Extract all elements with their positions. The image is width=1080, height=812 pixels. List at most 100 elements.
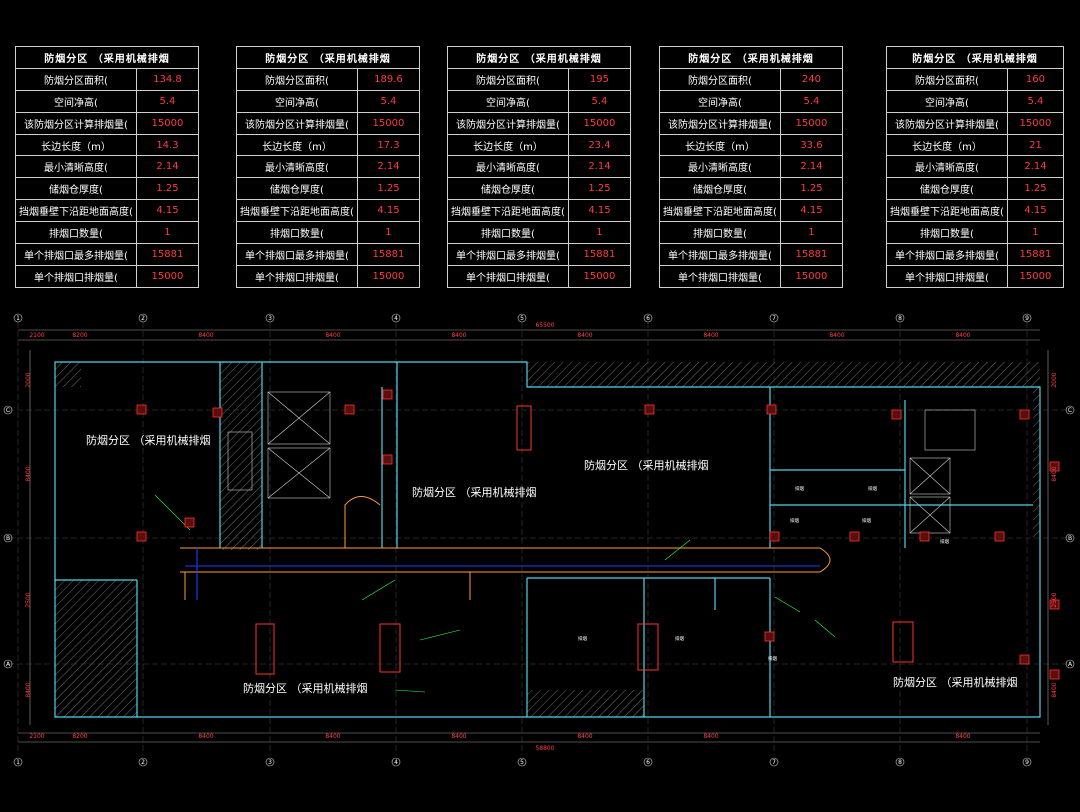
- equipment-marker: [382, 454, 393, 465]
- axis-bubble: [265, 757, 275, 767]
- dim-span-top: 8400: [325, 332, 340, 339]
- table-row: 挡烟垂壁下沿距地面高度(4.15: [447, 199, 632, 223]
- dim-span-bottom: 8200: [72, 733, 87, 740]
- param-value: 21: [1006, 133, 1065, 157]
- axis-label: 5: [520, 315, 524, 322]
- dim-span-top: 8400: [198, 332, 213, 339]
- dim-total-top: 65500: [535, 322, 554, 329]
- dim-span-top: 8400: [451, 332, 466, 339]
- axis-bubble: [138, 757, 148, 767]
- param-name: 挡烟垂壁下沿距地面高度(: [15, 199, 137, 223]
- smoke-outlet: [255, 623, 275, 675]
- dim-span-top: 2100: [29, 332, 44, 339]
- room-tags: 排烟 排烟 排烟 排烟 排烟 排烟 排烟 排烟: [578, 485, 949, 662]
- param-value: 240: [779, 67, 844, 91]
- param-value: 1: [356, 221, 421, 245]
- table-row: 排烟口数量(1: [659, 221, 844, 245]
- param-name: 最小清晰高度(: [15, 155, 137, 179]
- axis-label: C: [1068, 407, 1072, 414]
- dim-span-left: 2500: [25, 592, 32, 607]
- axis-label: 9: [1025, 759, 1029, 766]
- dim-span-top: 8400: [703, 332, 718, 339]
- table-row: 储烟仓厚度(1.25: [236, 177, 421, 201]
- param-value: 15000: [1006, 264, 1065, 288]
- param-name: 单个排烟口最多排烟量(: [886, 243, 1008, 266]
- param-name: 单个排烟口排烟量(: [659, 264, 781, 288]
- param-value: 4.15: [1006, 199, 1065, 223]
- axis-label: 6: [646, 315, 650, 322]
- axis-label: 8: [898, 759, 902, 766]
- param-value: 15000: [567, 111, 632, 135]
- axis-label: B: [1068, 535, 1072, 542]
- param-name: 挡烟垂壁下沿距地面高度(: [659, 199, 781, 223]
- param-name: 单个排烟口排烟量(: [447, 264, 569, 288]
- axis-label: 4: [394, 759, 398, 766]
- param-name: 储烟仓厚度(: [886, 177, 1008, 201]
- zone-label-4: 防烟分区 （采用机械排烟: [243, 681, 368, 695]
- param-value: 1: [1006, 221, 1065, 245]
- equipment-marker: [1019, 409, 1030, 420]
- table-row: 空间净高(5.4: [15, 89, 200, 113]
- building-walls: [54, 361, 1041, 718]
- param-name: 空间净高(: [447, 89, 569, 113]
- dim-span-left: 8400: [25, 466, 32, 481]
- table-row: 长边长度（m）17.3: [236, 133, 421, 157]
- equipment-marker: [1049, 669, 1060, 680]
- param-value: 1: [567, 221, 632, 245]
- param-value: 5.4: [567, 89, 632, 113]
- table-row: 储烟仓厚度(1.25: [659, 177, 844, 201]
- table-row: 长边长度（m）33.6: [659, 133, 844, 157]
- param-name: 排烟口数量(: [886, 221, 1008, 245]
- param-name: 储烟仓厚度(: [15, 177, 137, 201]
- param-value: 1.25: [135, 177, 200, 201]
- param-value: 1.25: [567, 177, 632, 201]
- table-row: 排烟口数量(1: [15, 221, 200, 245]
- equipment-marker: [919, 531, 930, 542]
- param-name: 防烟分区面积(: [886, 67, 1008, 91]
- param-value: 189.6: [356, 67, 421, 91]
- param-name: 空间净高(: [659, 89, 781, 113]
- table-row: 空间净高(5.4: [447, 89, 632, 113]
- table-row: 单个排烟口最多排烟量(15881: [15, 243, 200, 266]
- param-name: 挡烟垂壁下沿距地面高度(: [447, 199, 569, 223]
- param-value: 4.15: [567, 199, 632, 223]
- svg-text:排烟: 排烟: [578, 635, 587, 642]
- param-name: 单个排烟口最多排烟量(: [659, 243, 781, 266]
- dim-span-right: 2000: [1051, 372, 1058, 387]
- param-name: 空间净高(: [236, 89, 358, 113]
- dim-span-bottom: 8400: [955, 733, 970, 740]
- param-name: 储烟仓厚度(: [447, 177, 569, 201]
- equipment-marker: [766, 404, 777, 415]
- param-value: 33.6: [779, 133, 844, 157]
- param-value: 15881: [567, 243, 632, 266]
- axis-label: 4: [394, 315, 398, 322]
- smoke-outlet: [379, 623, 401, 673]
- axis-label: 7: [772, 315, 776, 322]
- table-row: 单个排烟口最多排烟量(15881: [447, 243, 632, 266]
- table-row: 长边长度（m）21: [886, 133, 1065, 157]
- axis-bubble: [1022, 757, 1032, 767]
- dim-span-bottom: 8400: [451, 733, 466, 740]
- table-row: 最小清晰高度(2.14: [886, 155, 1065, 179]
- param-name: 排烟口数量(: [659, 221, 781, 245]
- table-row: 最小清晰高度(2.14: [447, 155, 632, 179]
- smoke-exhaust-outlets: [136, 389, 1060, 680]
- table-header: 防烟分区 （采用机械排烟: [447, 46, 631, 69]
- param-name: 长边长度（m）: [447, 133, 569, 157]
- param-name: 该防烟分区计算排烟量(: [886, 111, 1008, 135]
- param-name: 储烟仓厚度(: [659, 177, 781, 201]
- param-name: 最小清晰高度(: [447, 155, 569, 179]
- param-value: 15000: [356, 264, 421, 288]
- table-row: 储烟仓厚度(1.25: [886, 177, 1065, 201]
- table-row: 该防烟分区计算排烟量(15000: [236, 111, 421, 135]
- stair-core-right: [909, 409, 976, 534]
- param-value: 134.8: [135, 67, 200, 91]
- table-row: 挡烟垂壁下沿距地面高度(4.15: [659, 199, 844, 223]
- dim-span-right: 8400: [1051, 682, 1058, 697]
- param-value: 23.4: [567, 133, 632, 157]
- param-name: 最小清晰高度(: [659, 155, 781, 179]
- annotation-leaders: [154, 494, 836, 693]
